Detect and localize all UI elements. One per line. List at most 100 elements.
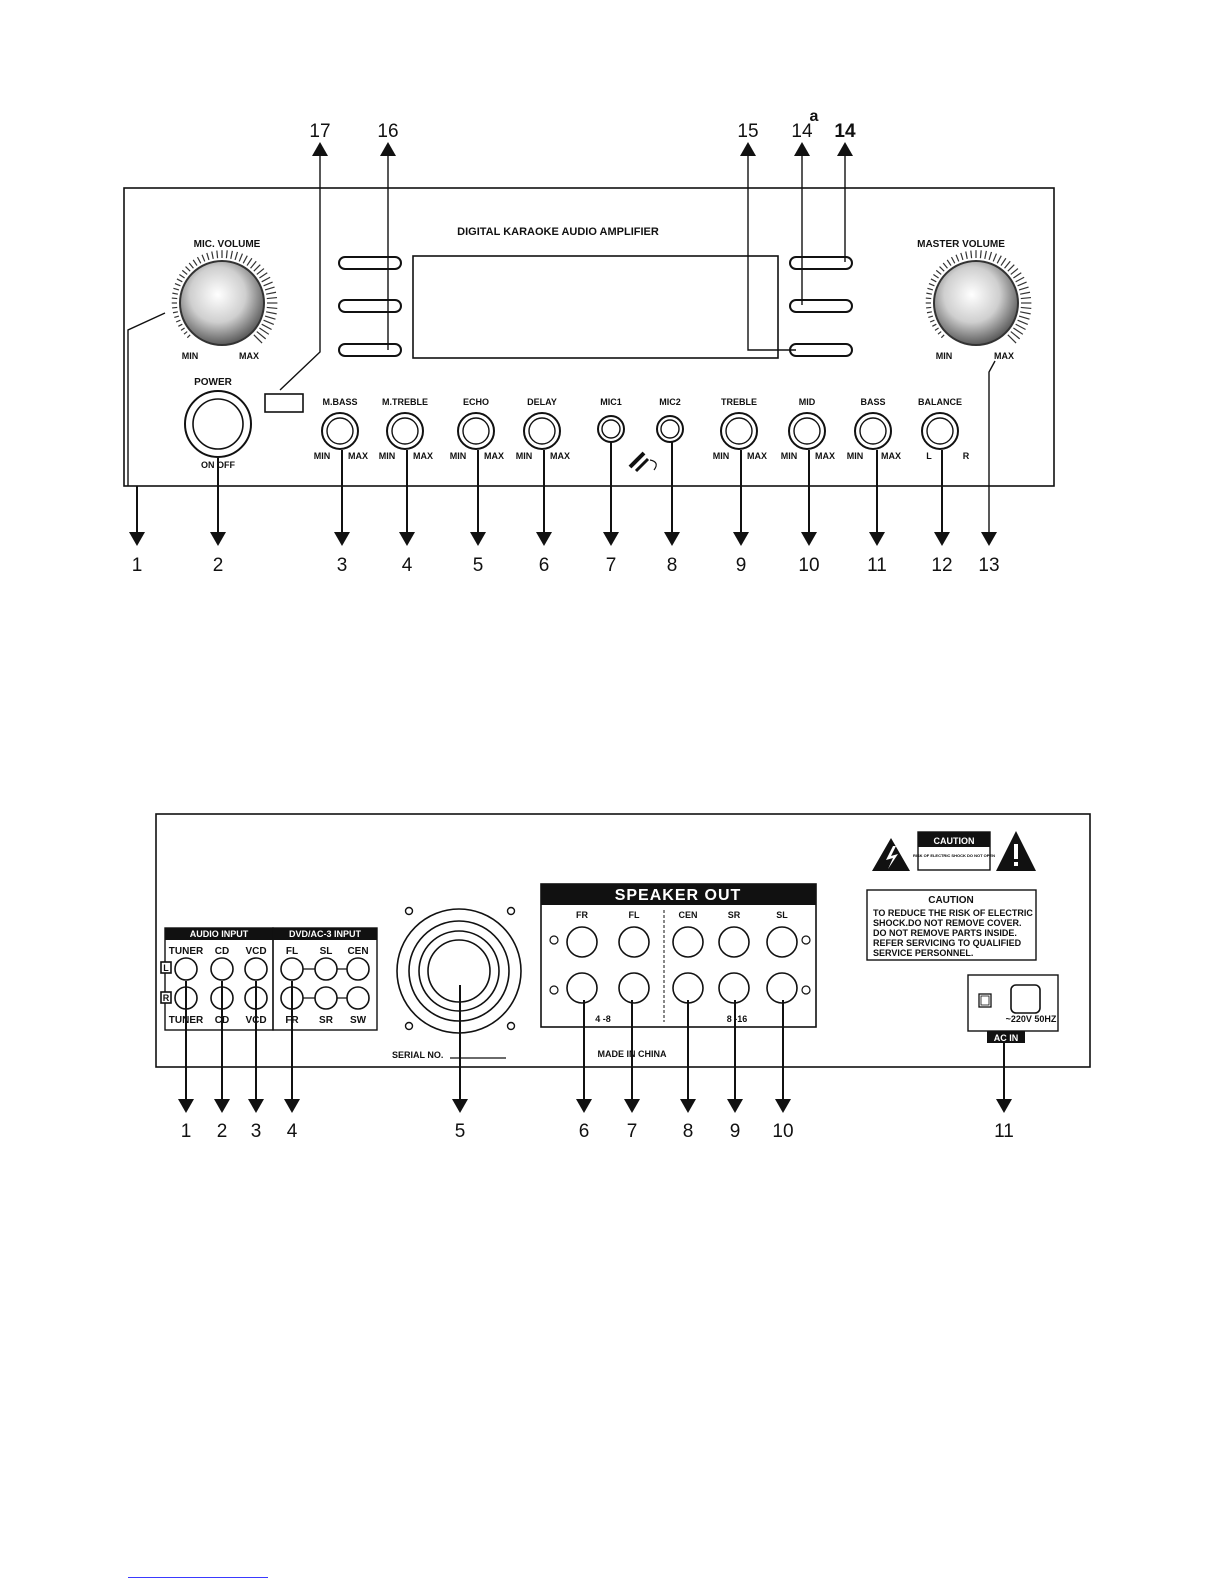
speaker-label-sl: SL (776, 910, 788, 920)
right-button-middle[interactable] (789, 299, 853, 313)
treble-knob-cap (725, 417, 753, 445)
dvd-sr-jack[interactable] (314, 986, 338, 1010)
callout-2-arrowhead (210, 532, 226, 546)
rear-callout-2-arrowhead (214, 1099, 230, 1113)
impedance-front-label: 4 -8 (595, 1014, 611, 1024)
scale-tick (264, 315, 276, 320)
m-treble-min: MIN (379, 451, 396, 461)
rear-panel: AUDIO INPUT TUNERCDVCDTUNERCDVCD L R DVD… (155, 813, 1091, 1142)
speaker-sr-positive-terminal[interactable] (718, 926, 750, 958)
audio-cd-left-jack[interactable] (210, 957, 234, 981)
callout-13-arrowhead (981, 532, 997, 546)
mic-volume-label: MIC. VOLUME (194, 239, 261, 250)
scale-tick (263, 281, 273, 287)
right-button-bottom[interactable] (789, 343, 853, 357)
scale-tick (176, 278, 183, 283)
dvd-sl-jack[interactable] (314, 957, 338, 981)
left-button-bottom[interactable] (338, 343, 402, 357)
scale-tick (230, 250, 233, 259)
caution-badge: CAUTION RISK OF ELECTRIC SHOCK DO NOT OP… (872, 831, 1036, 871)
front-callout-11: 11 (867, 450, 887, 576)
speaker-sl-positive-terminal[interactable] (766, 926, 798, 958)
rear-callout-9-number: 9 (730, 1121, 741, 1142)
scale-tick (992, 253, 998, 262)
scale-tick (960, 252, 964, 261)
ac-input-block: ~220V 50HZ AC IN (967, 974, 1059, 1043)
scale-tick (939, 266, 945, 272)
top-callout-15-number: 15 (737, 121, 758, 142)
right-button-top[interactable] (789, 256, 853, 270)
mic-volume-min: MIN (182, 351, 199, 361)
callout-7-number: 7 (606, 555, 617, 576)
speaker-fl-negative-terminal[interactable] (618, 972, 650, 1004)
scale-tick (259, 327, 270, 335)
front-callout-1: 1 (127, 312, 166, 576)
caution-line-4: REFER SERVICING TO QUALIFIED (873, 938, 1022, 948)
scale-tick (250, 260, 257, 269)
scale-tick (261, 323, 272, 331)
speaker-label-fl: FL (629, 910, 640, 920)
master-volume-knob[interactable] (933, 260, 1019, 346)
speaker-sl-negative-terminal[interactable] (766, 972, 798, 1004)
knob-group-balance: BALANCE (918, 397, 962, 450)
rear-callout-11-arrowhead (996, 1099, 1012, 1113)
front-panel: DIGITAL KARAOKE AUDIO AMPLIFIER MIC. VOL… (123, 108, 1055, 576)
rear-callout-6-arrowhead (576, 1099, 592, 1113)
front-callout-10: 10 (798, 450, 820, 576)
audio-vcd-left-jack[interactable] (244, 957, 268, 981)
scale-tick (930, 278, 937, 283)
rear-callout-9: 9 (727, 1000, 743, 1142)
front-callout-8: 8 (664, 442, 680, 576)
scale-tick (196, 256, 202, 264)
scale-tick (253, 264, 261, 272)
left-button-top[interactable] (338, 256, 402, 270)
mid-max: MAX (815, 451, 835, 461)
front-callout-5: 5 (470, 450, 486, 576)
speaker-cen-positive-terminal[interactable] (672, 926, 704, 958)
caution-line-5: SERVICE PERSONNEL. (873, 948, 973, 958)
scale-tick (186, 334, 191, 339)
rear-callout-1-arrowhead (178, 1099, 194, 1113)
footer-link-underline (128, 1577, 268, 1578)
dvd-fl-jack[interactable] (280, 957, 304, 981)
dvd-sw-jack[interactable] (346, 986, 370, 1010)
speaker-label-fr: FR (576, 910, 588, 920)
scale-tick (172, 311, 178, 314)
audio-top-label-cd: CD (215, 946, 229, 957)
speaker-sr-negative-terminal[interactable] (718, 972, 750, 1004)
m-bass-label: M.BASS (322, 397, 357, 407)
front-top-callout-17: 17 (279, 121, 331, 391)
rear-callout-5-number: 5 (455, 1121, 466, 1142)
speaker-fr-negative-terminal[interactable] (566, 972, 598, 1004)
delay-max: MAX (550, 451, 570, 461)
rear-callout-1-number: 1 (181, 1121, 192, 1142)
scale-tick (1015, 323, 1026, 331)
dvd-cen-jack[interactable] (346, 957, 370, 981)
speaker-fr-positive-terminal[interactable] (566, 926, 598, 958)
scale-tick (925, 297, 932, 300)
scale-tick (927, 287, 934, 291)
speaker-cen-negative-terminal[interactable] (672, 972, 704, 1004)
scale-tick (933, 274, 939, 279)
power-button[interactable] (192, 398, 244, 450)
channel-r-label: R (163, 993, 170, 1003)
ac-power-socket[interactable] (1010, 984, 1041, 1014)
scale-tick (942, 262, 948, 269)
left-button-middle[interactable] (338, 299, 402, 313)
front-top-callout-14-bold: 14 (834, 121, 856, 262)
front-panel-outline (123, 187, 1055, 487)
speaker-fl-positive-terminal[interactable] (618, 926, 650, 958)
dvd-bottom-label-sr: SR (319, 1015, 334, 1026)
audio-tuner-left-jack[interactable] (174, 957, 198, 981)
speaker-mount-hole (549, 985, 559, 995)
callout-12-number: 12 (931, 555, 952, 576)
mic-volume-knob[interactable] (179, 260, 265, 346)
master-volume-label: MASTER VOLUME (917, 239, 1005, 250)
front-callout-7: 7 (603, 442, 619, 576)
scale-tick (988, 251, 993, 261)
callout-8-number: 8 (667, 555, 678, 576)
mid-knob-cap (793, 417, 821, 445)
